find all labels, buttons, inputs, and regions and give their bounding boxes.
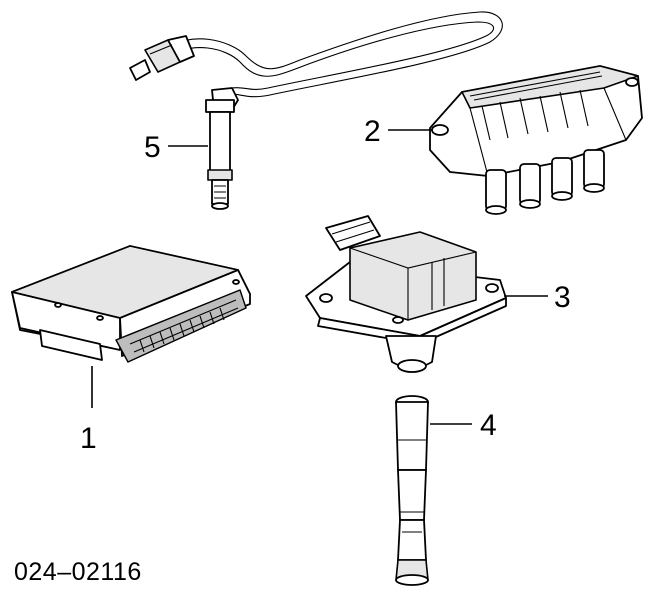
part-3-ignition-coil[interactable] xyxy=(305,215,507,373)
callout-1: 1 xyxy=(80,422,97,455)
part-1-ecu[interactable] xyxy=(11,245,251,363)
part-4-plug-boot[interactable] xyxy=(395,395,429,586)
callout-5: 5 xyxy=(144,131,161,164)
diagram-reference-number: 024–02116 xyxy=(14,558,142,586)
callout-3: 3 xyxy=(554,281,571,314)
callout-4: 4 xyxy=(480,409,497,442)
part-2-coil-pack[interactable] xyxy=(429,65,643,215)
callout-2: 2 xyxy=(364,115,381,148)
part-5-sensor-cable[interactable] xyxy=(129,11,503,210)
